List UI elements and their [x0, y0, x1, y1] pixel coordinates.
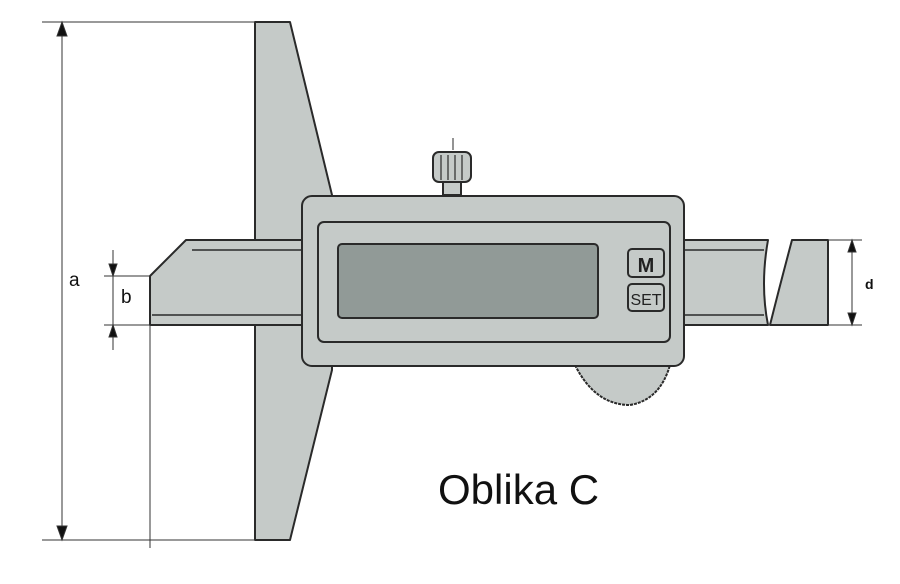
caption: Oblika C: [438, 466, 600, 513]
dimension-b-label: b: [121, 287, 132, 308]
locking-knob: [432, 151, 472, 183]
m-button: [627, 248, 665, 278]
beam-end: [769, 239, 829, 326]
dimension-a-label: a: [69, 270, 80, 291]
lcd-screen: [337, 243, 599, 319]
dimension-d-label: d: [865, 276, 874, 292]
set-button: [627, 283, 665, 312]
thumbwheel: [574, 364, 671, 406]
m-button-label: M: [638, 255, 655, 277]
set-button-label: SET: [630, 292, 661, 309]
dimension-lines: [42, 20, 862, 548]
